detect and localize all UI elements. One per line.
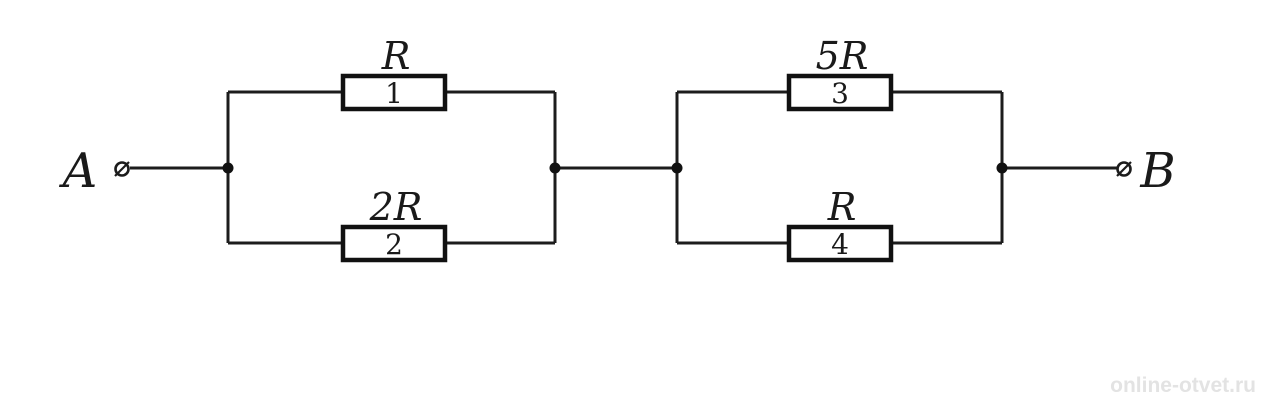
resistor-4-box	[786, 224, 894, 263]
watermark-text: online-otvet.ru	[1110, 374, 1256, 397]
terminal-a-symbol	[114, 161, 130, 177]
resistor-1: R 1	[340, 34, 448, 112]
terminal-b-symbol	[1116, 161, 1132, 177]
resistor-4-value-label: R	[827, 185, 857, 229]
resistor-1-box	[340, 73, 448, 112]
junction-dot	[549, 162, 561, 174]
resistor-3-box	[786, 73, 894, 112]
resistor-2: 2R 2	[340, 185, 448, 263]
resistor-4: R 4	[786, 185, 894, 263]
resistor-2-number-label: 2	[385, 228, 403, 261]
junction-dot	[222, 162, 234, 174]
terminal-a-label: A	[59, 143, 98, 199]
junction-dot	[671, 162, 683, 174]
terminal-b-slash	[1116, 161, 1132, 177]
resistor-2-box	[340, 224, 448, 263]
terminal-b-label: B	[1139, 143, 1175, 199]
resistor-1-value-label: R	[381, 34, 411, 78]
resistor-3: 5R 3	[786, 34, 894, 112]
junction-dot	[996, 162, 1008, 174]
resistor-3-number-label: 3	[831, 77, 849, 110]
resistor-1-number-label: 1	[385, 77, 403, 110]
terminal-a-slash	[114, 161, 130, 177]
resistor-2-value-label: 2R	[369, 185, 423, 229]
resistor-4-number-label: 4	[831, 228, 849, 261]
resistor-3-value-label: 5R	[816, 34, 869, 78]
